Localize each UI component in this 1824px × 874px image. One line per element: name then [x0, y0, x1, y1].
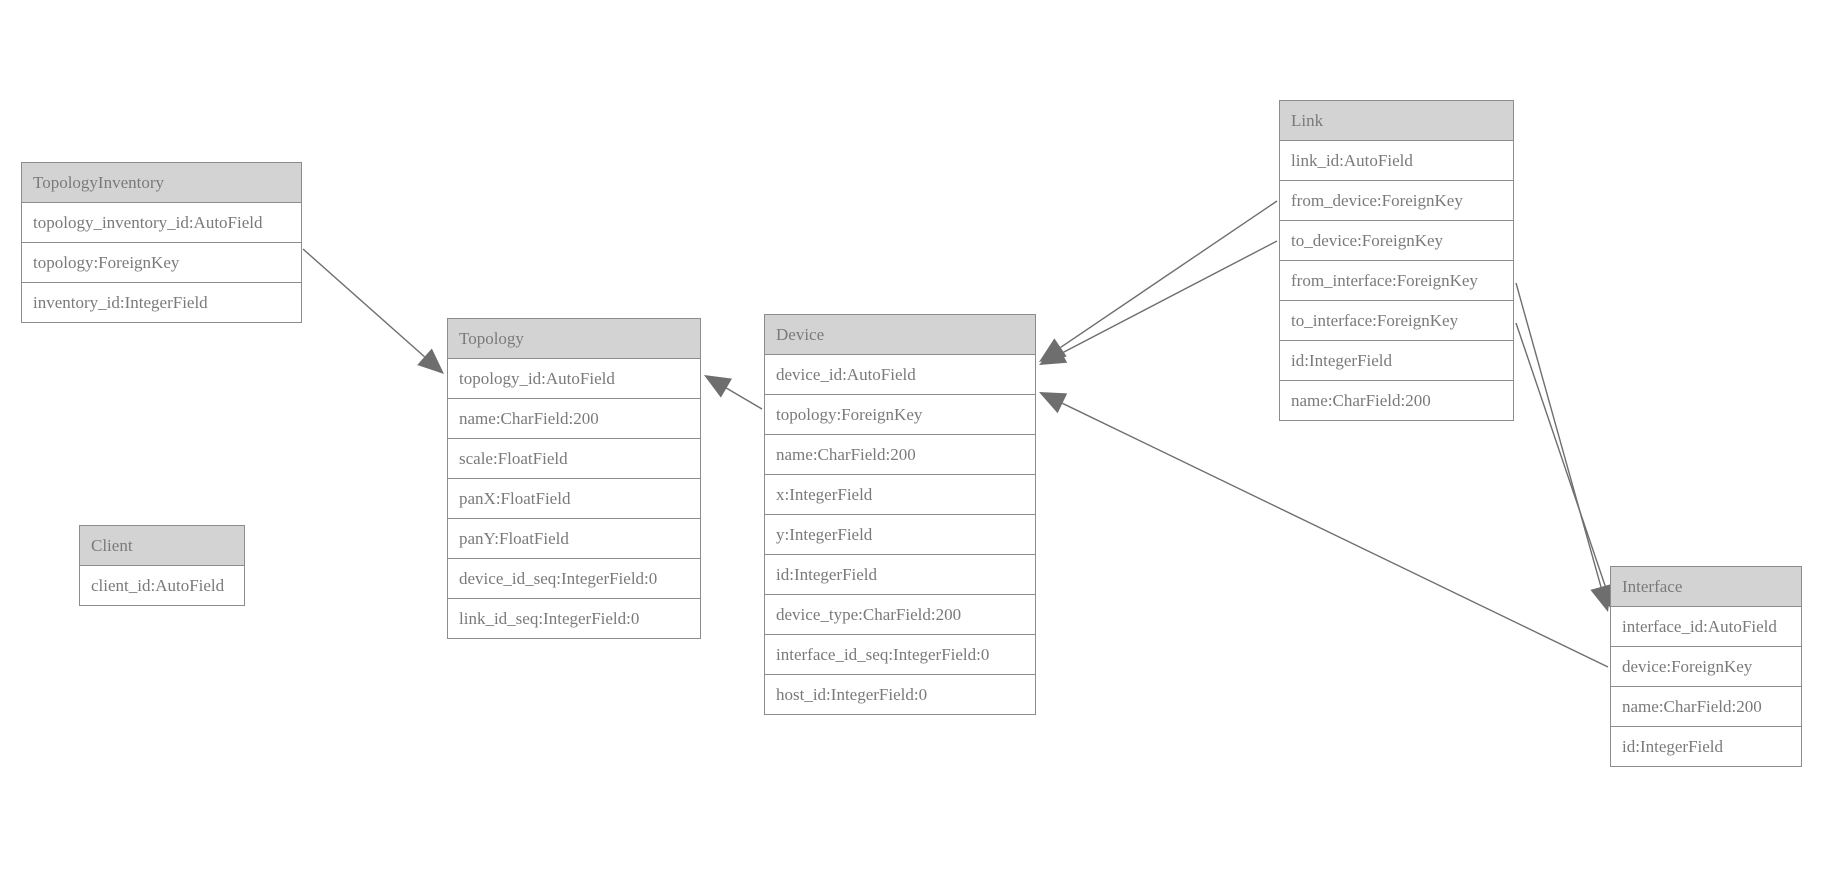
- entity-field[interactable]: topology:ForeignKey: [765, 395, 1035, 435]
- entity-title-link: Link: [1280, 101, 1513, 141]
- entity-field[interactable]: topology_id:AutoField: [448, 359, 700, 399]
- relationship-rel-link-from-interface: [1515, 282, 1612, 612]
- entity-title-topology: Topology: [448, 319, 700, 359]
- entity-field[interactable]: link_id_seq:IntegerField:0: [448, 599, 700, 638]
- entity-field[interactable]: host_id:IntegerField:0: [765, 675, 1035, 714]
- entity-title-interface: Interface: [1611, 567, 1801, 607]
- relationship-line: [726, 387, 763, 410]
- relationship-arrowhead: [1039, 338, 1067, 362]
- relationship-arrowhead: [417, 348, 444, 374]
- entity-field[interactable]: from_interface:ForeignKey: [1280, 261, 1513, 301]
- entity-field[interactable]: name:CharField:200: [765, 435, 1035, 475]
- entity-field[interactable]: to_device:ForeignKey: [1280, 221, 1513, 261]
- relationship-arrowhead: [1039, 343, 1068, 365]
- entity-title-client: Client: [80, 526, 244, 566]
- relationship-rel-interface-device: [1039, 392, 1609, 668]
- entity-field[interactable]: inventory_id:IntegerField: [22, 283, 301, 322]
- entity-field[interactable]: interface_id_seq:IntegerField:0: [765, 635, 1035, 675]
- entity-field[interactable]: panX:FloatField: [448, 479, 700, 519]
- entity-field[interactable]: name:CharField:200: [448, 399, 700, 439]
- entity-field[interactable]: topology_inventory_id:AutoField: [22, 203, 301, 243]
- entity-field[interactable]: topology:ForeignKey: [22, 243, 301, 283]
- entity-field[interactable]: scale:FloatField: [448, 439, 700, 479]
- entity-field[interactable]: from_device:ForeignKey: [1280, 181, 1513, 221]
- entity-field[interactable]: link_id:AutoField: [1280, 141, 1513, 181]
- entity-field[interactable]: id:IntegerField: [765, 555, 1035, 595]
- entity-field[interactable]: client_id:AutoField: [80, 566, 244, 605]
- entity-field[interactable]: y:IntegerField: [765, 515, 1035, 555]
- entity-field[interactable]: id:IntegerField: [1611, 727, 1801, 766]
- relationship-line: [1060, 200, 1278, 349]
- entity-field[interactable]: x:IntegerField: [765, 475, 1035, 515]
- entity-title-topology_inventory: TopologyInventory: [22, 163, 301, 203]
- relationship-line: [1062, 402, 1609, 668]
- relationship-rel-link-to-device: [1039, 240, 1278, 365]
- relationship-arrowhead: [1590, 583, 1612, 612]
- entity-field[interactable]: name:CharField:200: [1611, 687, 1801, 727]
- entity-field[interactable]: id:IntegerField: [1280, 341, 1513, 381]
- entity-field[interactable]: interface_id:AutoField: [1611, 607, 1801, 647]
- relationship-arrowhead: [704, 375, 732, 398]
- entity-field[interactable]: to_interface:ForeignKey: [1280, 301, 1513, 341]
- entity-field[interactable]: panY:FloatField: [448, 519, 700, 559]
- relationship-rel-device-topology: [704, 375, 763, 410]
- relationship-rel-topologyinventory-topology: [302, 248, 444, 374]
- relationship-line: [1515, 322, 1607, 588]
- entity-field[interactable]: device_type:CharField:200: [765, 595, 1035, 635]
- relationship-rel-link-to-interface: [1515, 322, 1617, 612]
- entity-field[interactable]: name:CharField:200: [1280, 381, 1513, 420]
- relationship-line: [1061, 240, 1278, 354]
- relationship-rel-link-from-device: [1039, 200, 1278, 362]
- entity-field[interactable]: device_id:AutoField: [765, 355, 1035, 395]
- relationship-line: [302, 248, 426, 358]
- entity-field[interactable]: device_id_seq:IntegerField:0: [448, 559, 700, 599]
- relationship-arrowhead: [1039, 392, 1068, 414]
- relationship-line: [1515, 282, 1602, 588]
- entity-field[interactable]: device:ForeignKey: [1611, 647, 1801, 687]
- entity-title-device: Device: [765, 315, 1035, 355]
